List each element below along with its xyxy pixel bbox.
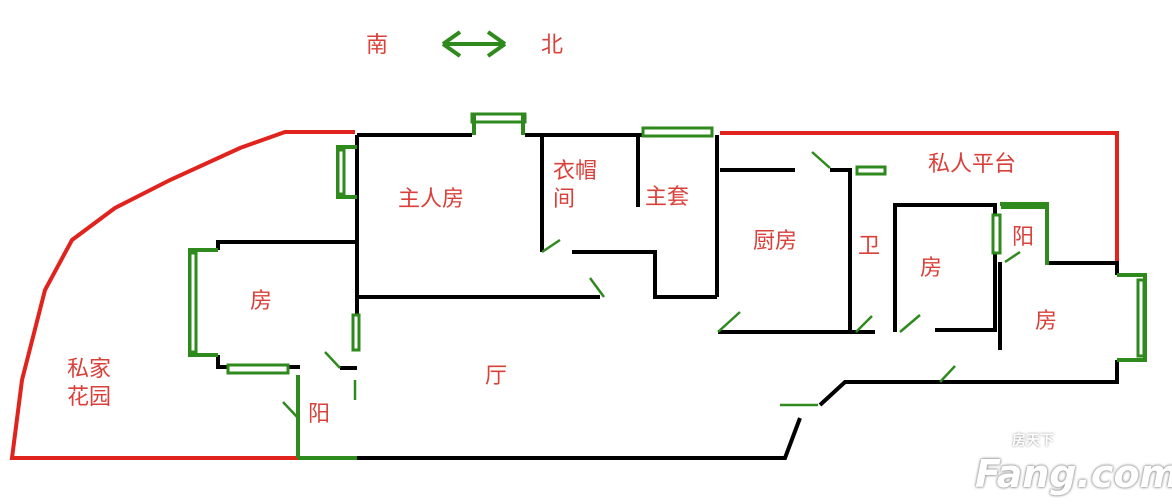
walls — [216, 133, 1119, 460]
room-label-living-hall: 厅 — [485, 364, 508, 389]
windows — [188, 112, 1147, 460]
watermark-logo-cn: 房天下 — [1012, 433, 1054, 449]
room-label-wardrobe-2: 间 — [553, 187, 576, 212]
compass-north: 北 — [541, 33, 564, 58]
room-label-room-mid: 房 — [920, 256, 943, 281]
boundary-lines — [9, 130, 1119, 460]
room-label-private-terrace: 私人平台 — [928, 152, 1017, 177]
room-label-room-right: 房 — [1035, 309, 1058, 334]
watermark-logo: Fang.com — [975, 452, 1172, 496]
room-label-wardrobe: 衣帽 — [553, 159, 598, 184]
room-label-room-left: 房 — [250, 289, 273, 314]
room-label-master-bedroom: 主人房 — [398, 187, 465, 212]
room-label-bathroom: 卫 — [858, 234, 881, 259]
compass-arrow-icon — [441, 30, 507, 58]
doors — [282, 151, 1021, 419]
room-label-balcony-right: 阳 — [1012, 225, 1035, 250]
room-label-garden: 私家 — [67, 357, 112, 382]
compass-south: 南 — [366, 33, 389, 58]
room-label-kitchen: 厨房 — [753, 229, 798, 254]
room-label-balcony-left: 阳 — [308, 402, 331, 427]
room-label-ensuite: 主套 — [645, 185, 690, 210]
room-label-garden-2: 花园 — [67, 385, 112, 410]
